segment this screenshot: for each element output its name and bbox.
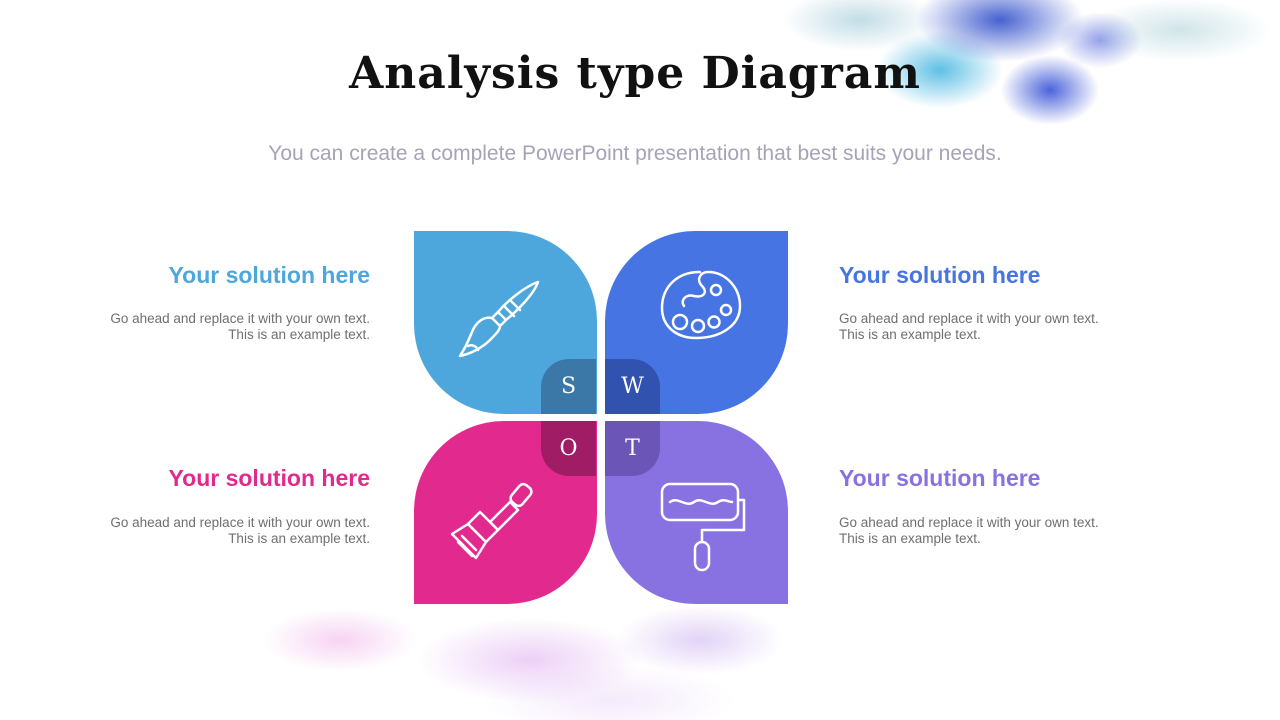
paint-palette-icon [656, 266, 746, 346]
strengths-heading: Your solution here [168, 262, 370, 288]
letter-tab-s: S [541, 359, 596, 414]
slide-title: Analysis type Diagram [349, 48, 921, 99]
opportunities-description-line-2: This is an example text. [228, 531, 370, 546]
weaknesses-description-line-2: This is an example text. [839, 327, 981, 342]
strengths-description: Go ahead and replace it with your own te… [110, 311, 370, 343]
watercolor-splash-top [640, 0, 1280, 160]
watercolor-splash-bottom [230, 570, 930, 720]
threats-description-line-1: Go ahead and replace it with your own te… [839, 515, 1099, 530]
threats-heading: Your solution here [839, 465, 1041, 491]
opportunities-heading: Your solution here [168, 465, 370, 491]
wide-brush-icon [446, 478, 542, 566]
slide-subtitle: You can create a complete PowerPoint pre… [268, 142, 1002, 165]
letter-tab-w: W [605, 359, 660, 414]
weaknesses-description-line-1: Go ahead and replace it with your own te… [839, 311, 1099, 326]
threats-description: Go ahead and replace it with your own te… [839, 515, 1099, 547]
opportunities-description-line-1: Go ahead and replace it with your own te… [110, 515, 370, 530]
paint-brush-icon [454, 276, 544, 366]
threats-description-line-2: This is an example text. [839, 531, 981, 546]
weaknesses-description: Go ahead and replace it with your own te… [839, 311, 1099, 343]
strengths-description-line-1: Go ahead and replace it with your own te… [110, 311, 370, 326]
letter-tab-t: T [605, 421, 660, 476]
weaknesses-heading: Your solution here [839, 262, 1041, 288]
strengths-description-line-2: This is an example text. [228, 327, 370, 342]
opportunities-description: Go ahead and replace it with your own te… [110, 515, 370, 547]
paint-roller-icon [656, 478, 752, 578]
letter-tab-o: O [541, 421, 596, 476]
